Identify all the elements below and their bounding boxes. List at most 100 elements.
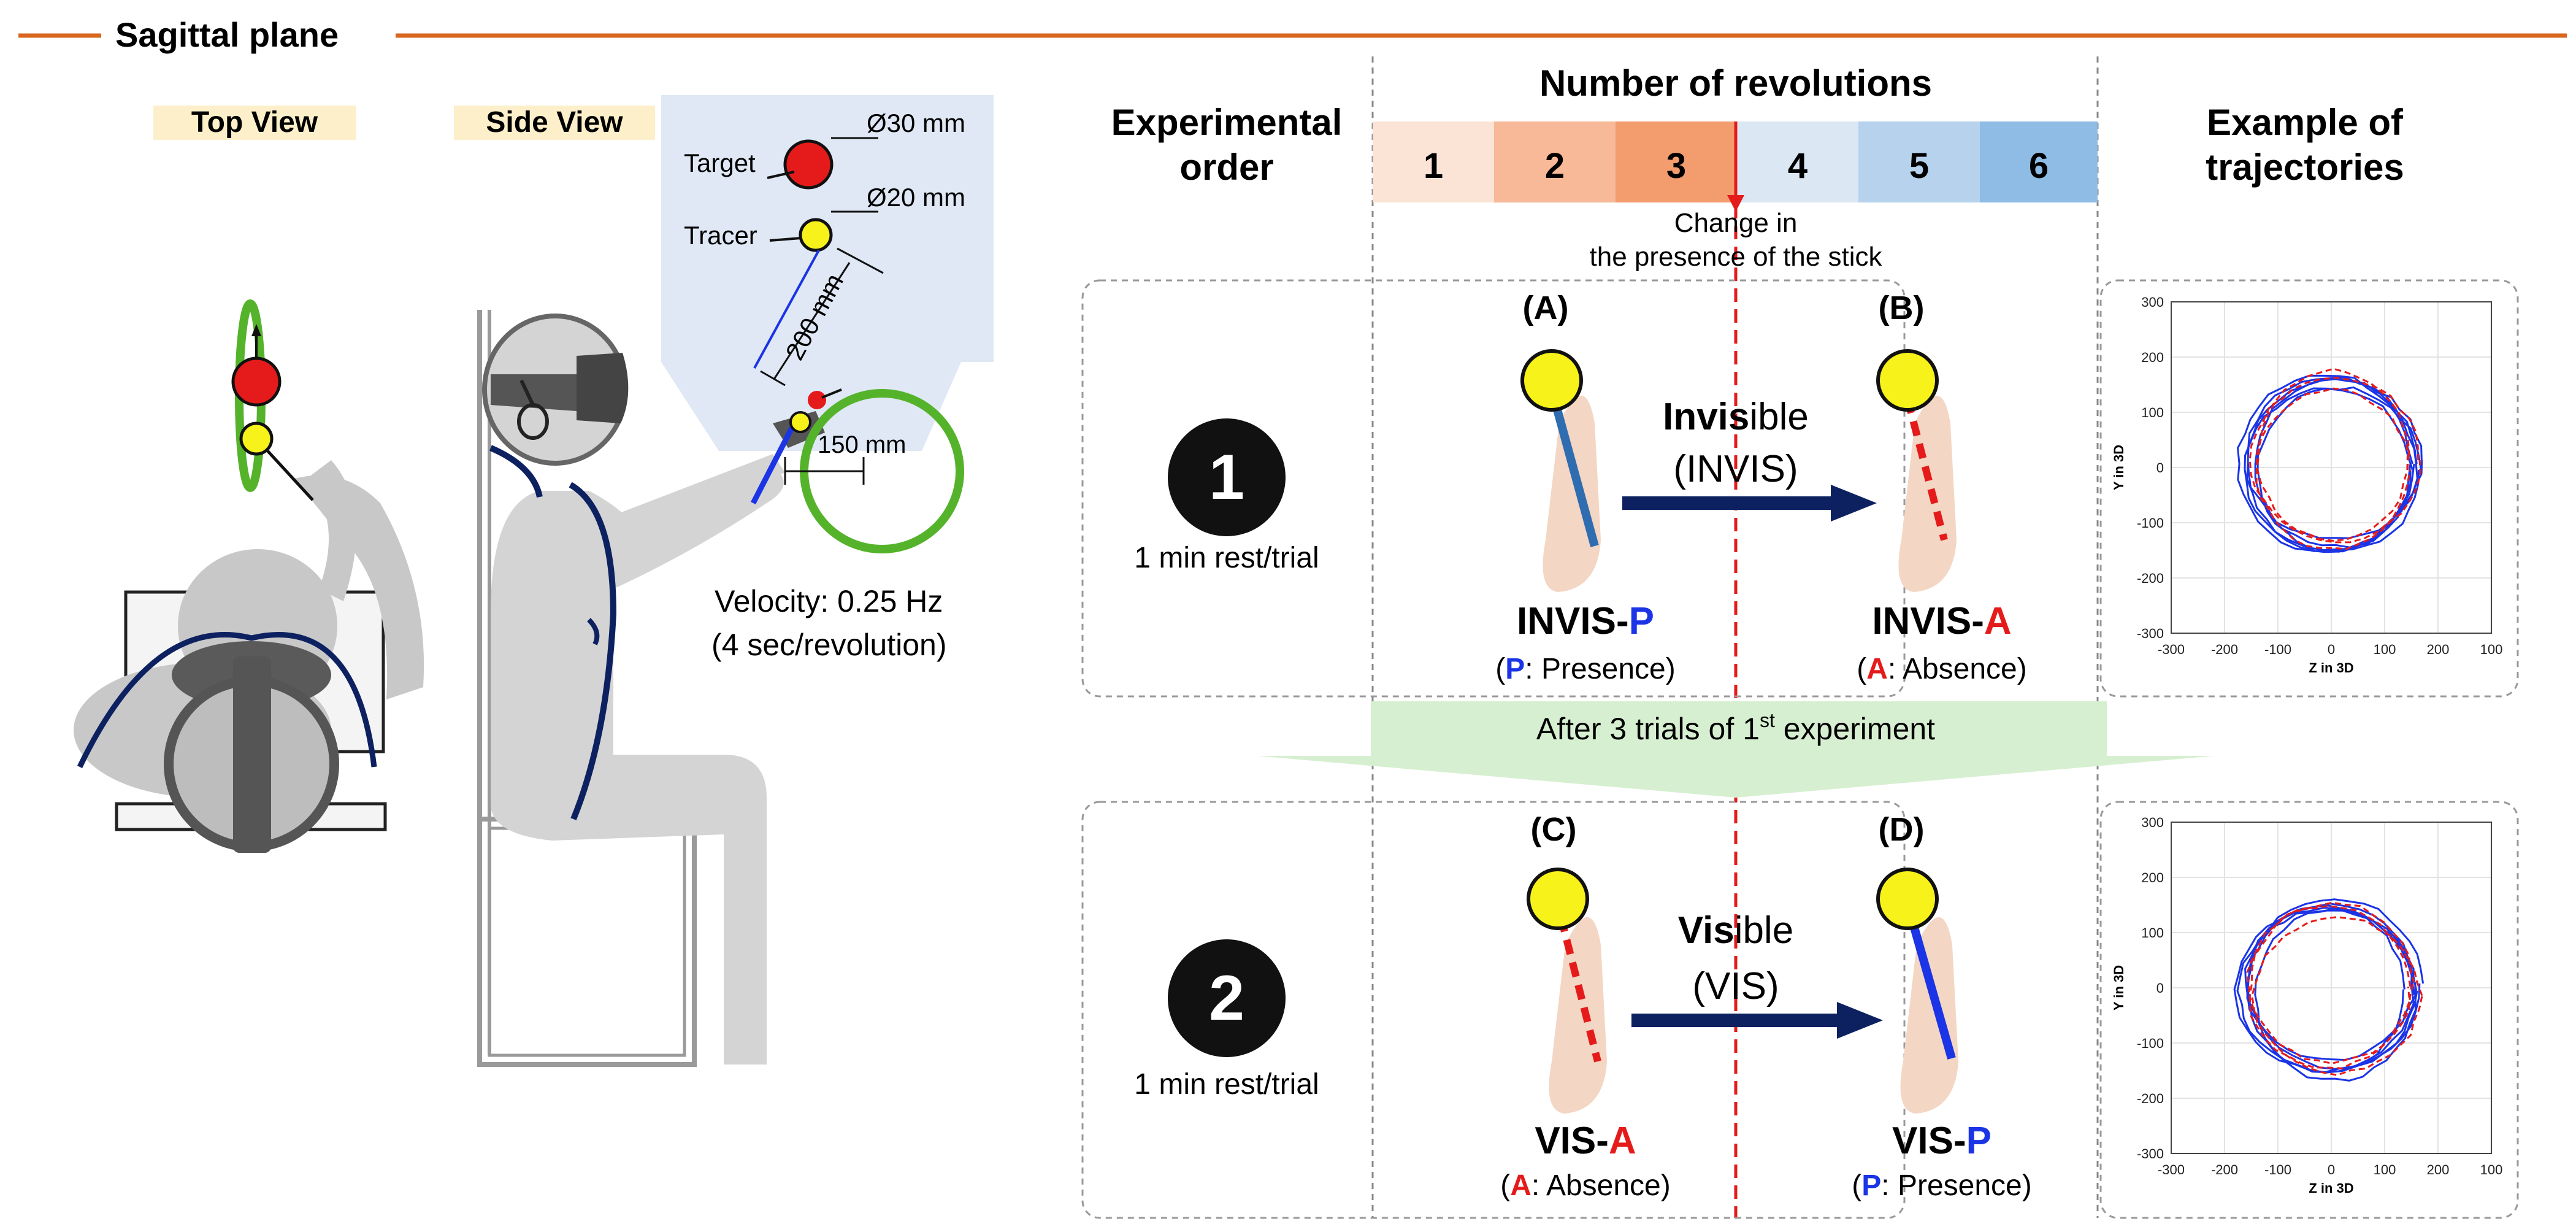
- trajectory-blue: [2246, 898, 2425, 1070]
- trajectory-2-box: [2099, 801, 2519, 1219]
- y-tick-label: -300: [2137, 1146, 2164, 1161]
- trajectory-blue: [2246, 376, 2417, 552]
- chair-seat-side: [477, 817, 697, 1067]
- x-tick-label: -100: [2264, 642, 2291, 657]
- condition-b-name: INVIS-A: [1872, 600, 2011, 642]
- exp-order-line1: Experimental: [1111, 102, 1343, 143]
- condition-b-desc-letter: A: [1866, 653, 1888, 685]
- experiment-1-row: 1 1 min rest/trial (A) INVIS-P (P: Prese…: [1134, 290, 2026, 685]
- top-view-label-bg: [153, 106, 356, 140]
- condition-d-suffix: P: [1966, 1120, 1991, 1162]
- condition-c-prefix: VIS-: [1535, 1120, 1609, 1162]
- ball-a: [1520, 349, 1583, 412]
- arm-side: [613, 454, 785, 540]
- harness-side: [569, 482, 617, 820]
- condition-b-prefix: INVIS-: [1872, 600, 1984, 642]
- experiment-2-number: 2: [1209, 963, 1244, 1034]
- transition-1-abbr: (INVIS): [1673, 448, 1798, 490]
- top-view-label: Top View: [191, 106, 318, 139]
- revolution-label-6: 6: [2029, 146, 2049, 186]
- stick-b: [1904, 398, 1948, 541]
- tracer-zoom-ball: [799, 218, 833, 252]
- side-view-label-bg: [454, 106, 655, 140]
- hand-b: [1898, 396, 1957, 592]
- transition-2-arrowhead: [1837, 1002, 1883, 1039]
- experiment-2-row: 2 1 min rest/trial (C) VIS-A (A: Absence…: [1134, 811, 2031, 1202]
- x-tick-label: 100: [2480, 1162, 2503, 1177]
- target-ball-side: [808, 391, 826, 409]
- headset-side: [577, 353, 629, 423]
- condition-d-prefix: VIS-: [1892, 1120, 1966, 1162]
- revolution-label-3: 3: [1666, 146, 1686, 186]
- velocity-line2: (4 sec/revolution): [711, 628, 947, 662]
- right-arm-top: [294, 475, 424, 699]
- exp-order-line2: order: [1179, 147, 1273, 188]
- condition-c-name: VIS-A: [1535, 1120, 1636, 1162]
- y-tick-label: 200: [2141, 350, 2164, 365]
- harness-hip: [587, 618, 600, 645]
- y-tick-label: -100: [2137, 1036, 2164, 1051]
- x-tick-label: -200: [2211, 642, 2238, 657]
- tracer-zoom-arrow: [769, 237, 802, 242]
- section-title: Sagittal plane: [115, 15, 339, 54]
- change-line2: the presence of the stick: [1590, 242, 1883, 272]
- transition-1-label: Invisible: [1663, 396, 1809, 438]
- trajectory-red-dashed: [2246, 904, 2412, 1069]
- experiment-1-box: [1081, 279, 1906, 698]
- experiment-1-rest: 1 min rest/trial: [1134, 542, 1319, 574]
- velocity-line1: Velocity: 0.25 Hz: [715, 584, 943, 618]
- condition-a-letter: (A): [1523, 290, 1569, 326]
- tracer-size-label: Ø20 mm: [867, 183, 965, 212]
- trajectories-line2: trajectories: [2206, 147, 2404, 188]
- trajectory-red-dashed: [2251, 916, 2423, 1076]
- hand-c: [1549, 917, 1607, 1114]
- condition-d-desc-letter: P: [1861, 1169, 1881, 1202]
- tracer-ball-side: [789, 411, 811, 433]
- x-tick-label: 100: [2480, 642, 2503, 657]
- trajectories-line1: Example of: [2207, 102, 2404, 143]
- between-text-sup: st: [1760, 709, 1775, 731]
- transition-1-rest: ible: [1749, 396, 1809, 438]
- condition-a-name: INVIS-P: [1517, 600, 1654, 642]
- stick-side: [750, 415, 800, 505]
- revolution-cell-3: [1616, 121, 1737, 202]
- stick-dim-top: [837, 247, 884, 274]
- stick-a: [1547, 388, 1599, 547]
- experiment-1-number: 1: [1209, 442, 1244, 513]
- y-tick-label: 0: [2156, 460, 2164, 475]
- chair-seat-inner: [488, 826, 686, 1057]
- x-tick-label: -200: [2211, 1162, 2238, 1177]
- stick-dim-line: [773, 262, 851, 380]
- condition-c-letter: (C): [1531, 811, 1577, 848]
- ball-d: [1876, 868, 1939, 930]
- target-zoom-ball: [783, 139, 834, 190]
- transition-2-bold: Vis: [1678, 909, 1735, 952]
- between-text-before: After 3 trials of 1: [1536, 712, 1760, 746]
- y-tick-label: 200: [2141, 870, 2164, 885]
- change-line1: Change in: [1674, 208, 1798, 238]
- x-tick-label: 200: [2427, 1162, 2450, 1177]
- tracer-zoom-label: Tracer: [684, 221, 757, 250]
- condition-b-suffix: A: [1984, 600, 2012, 642]
- hand-d: [1900, 917, 1958, 1114]
- transition-1-bold: Invis: [1663, 396, 1749, 438]
- condition-c-desc: (A: Absence): [1500, 1169, 1670, 1202]
- condition-b-desc: (A: Absence): [1857, 653, 2026, 685]
- condition-c-desc-letter: A: [1510, 1169, 1531, 1202]
- side-view-illustration: 150 mm Target Ø30 mm Tracer Ø20 mm 200 m…: [477, 95, 994, 1067]
- condition-c-suffix: A: [1609, 1120, 1636, 1162]
- between-banner: After 3 trials of 1st experiment: [1257, 701, 2214, 798]
- tracer-ball-top: [239, 422, 274, 456]
- change-arrowhead: [1727, 195, 1744, 212]
- condition-a-desc-letter: P: [1505, 653, 1525, 685]
- x-tick-label: 100: [2374, 1162, 2396, 1177]
- y-axis-label: Y in 3D: [2111, 965, 2126, 1011]
- y-tick-label: -200: [2137, 1091, 2164, 1106]
- condition-a-prefix: INVIS-: [1517, 600, 1629, 642]
- y-tick-label: 0: [2156, 980, 2164, 996]
- between-text: After 3 trials of 1st experiment: [1536, 709, 1935, 746]
- condition-d-desc-rest: : Presence): [1881, 1169, 2031, 1202]
